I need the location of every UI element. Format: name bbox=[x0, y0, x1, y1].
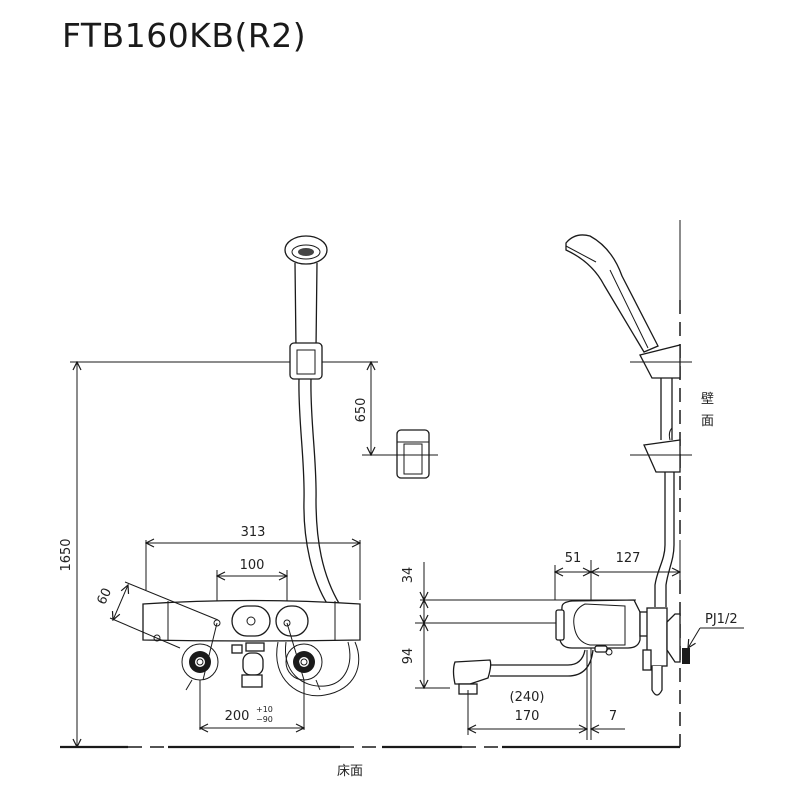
dim-34: 34 bbox=[401, 567, 416, 584]
dim-51: 51 bbox=[565, 551, 582, 566]
dim-1650: 1650 bbox=[59, 538, 74, 571]
floor-label: 床面 bbox=[337, 764, 363, 779]
spout-side bbox=[452, 649, 594, 695]
inlet-left bbox=[181, 643, 219, 681]
dim-7: 7 bbox=[609, 709, 617, 724]
pj-label: PJ1/2 bbox=[705, 612, 738, 627]
dim-200-tol-plus: +10 bbox=[256, 705, 273, 714]
model-title: FTB160KB(R2) bbox=[62, 16, 307, 55]
mixer-body-side bbox=[555, 599, 690, 696]
shower-head-front bbox=[284, 235, 328, 349]
dim-170: 170 bbox=[515, 709, 540, 724]
dim-313: 313 bbox=[241, 525, 266, 540]
dim-94: 94 bbox=[401, 648, 416, 665]
dim-200: 200 bbox=[225, 709, 250, 724]
side-view: 壁 面 51 127 34 94 bbox=[401, 220, 744, 747]
dim-200-tol-minus: −90 bbox=[256, 715, 273, 724]
front-view: 1650 650 313 bbox=[59, 235, 438, 747]
dim-650: 650 bbox=[354, 398, 369, 423]
dim-60: 60 bbox=[95, 586, 116, 607]
lower-hook-front bbox=[396, 429, 430, 479]
shower-holder-front bbox=[289, 342, 323, 380]
inlet-right bbox=[285, 643, 323, 681]
wall-label-1: 壁 bbox=[701, 392, 714, 407]
dim-100: 100 bbox=[240, 558, 265, 573]
mixer-body-front bbox=[142, 599, 361, 642]
dim-127: 127 bbox=[616, 551, 641, 566]
shower-head-side bbox=[565, 234, 659, 353]
spout-front bbox=[231, 642, 265, 688]
dim-240: (240) bbox=[510, 690, 545, 705]
wall-label-2: 面 bbox=[701, 414, 714, 429]
